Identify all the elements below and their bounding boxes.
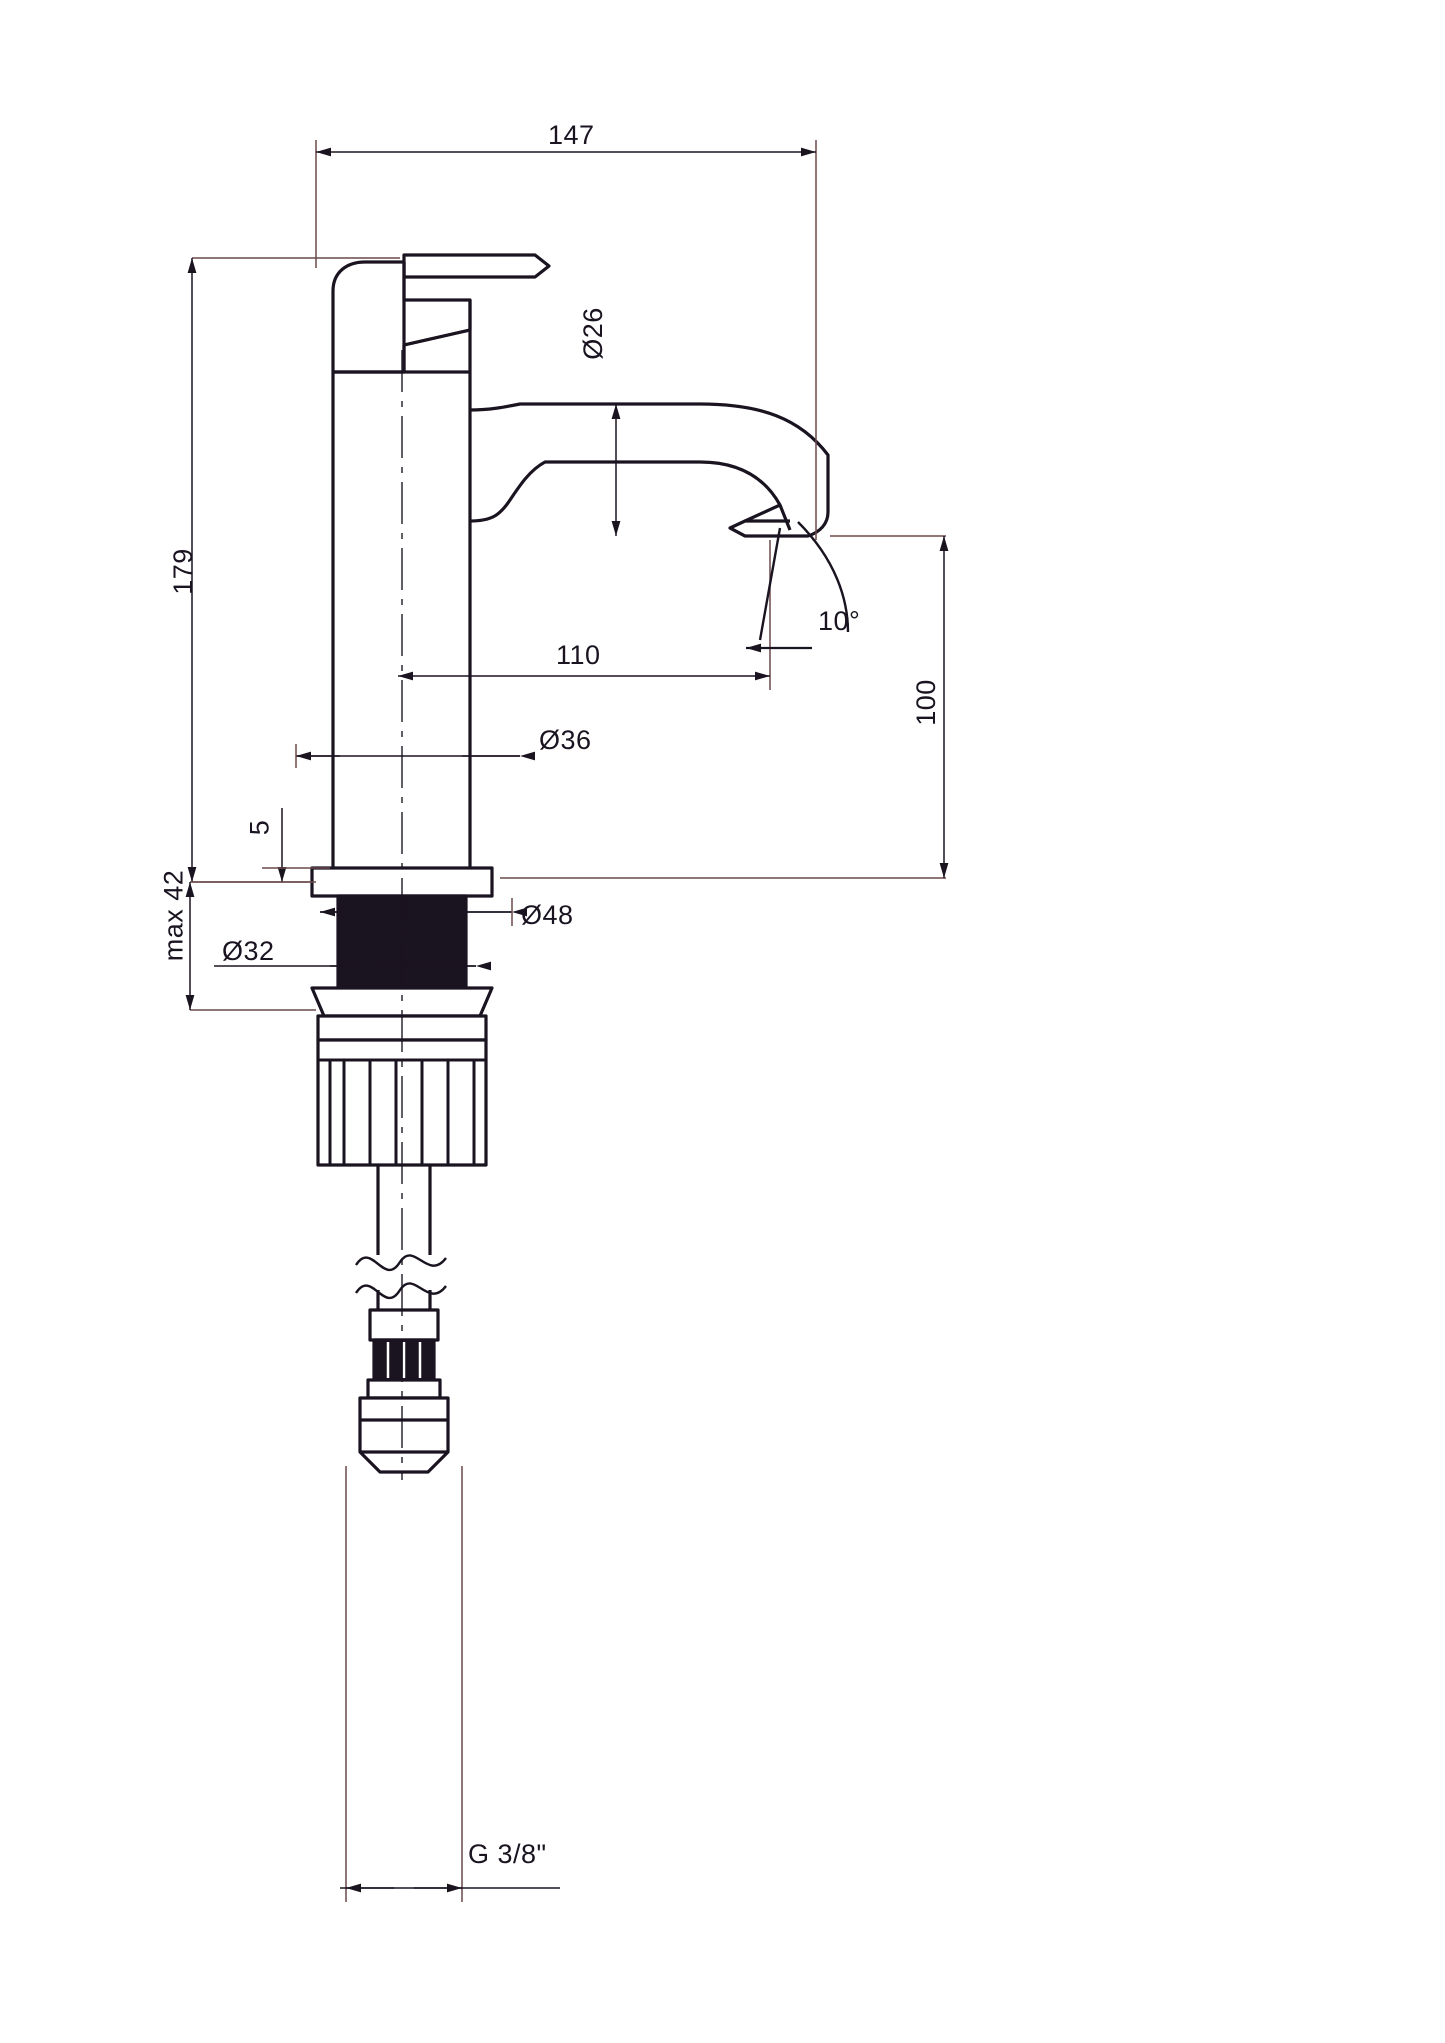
dimension-label-base-dia: Ø48	[521, 900, 574, 930]
dimension-label-height: 179	[167, 548, 198, 595]
dimension-label-width: 147	[548, 120, 595, 150]
dimension-label-max-thickness: max 42	[158, 869, 189, 962]
faucet-outline	[310, 253, 830, 1474]
dimension-label-reach: 110	[556, 640, 601, 670]
dimension-label-body-dia: Ø36	[539, 725, 592, 755]
dimension-label-spout-height: 100	[910, 679, 941, 726]
dimension-label-shank-dia: Ø32	[222, 936, 275, 966]
dimension-lines	[185, 140, 949, 1902]
dimension-label-angle: 10°	[818, 606, 861, 636]
dimension-label-spout-dia: Ø26	[577, 307, 608, 360]
dimension-label-thread: G 3/8"	[468, 1839, 547, 1869]
dimension-label-plate: 5	[244, 819, 275, 836]
